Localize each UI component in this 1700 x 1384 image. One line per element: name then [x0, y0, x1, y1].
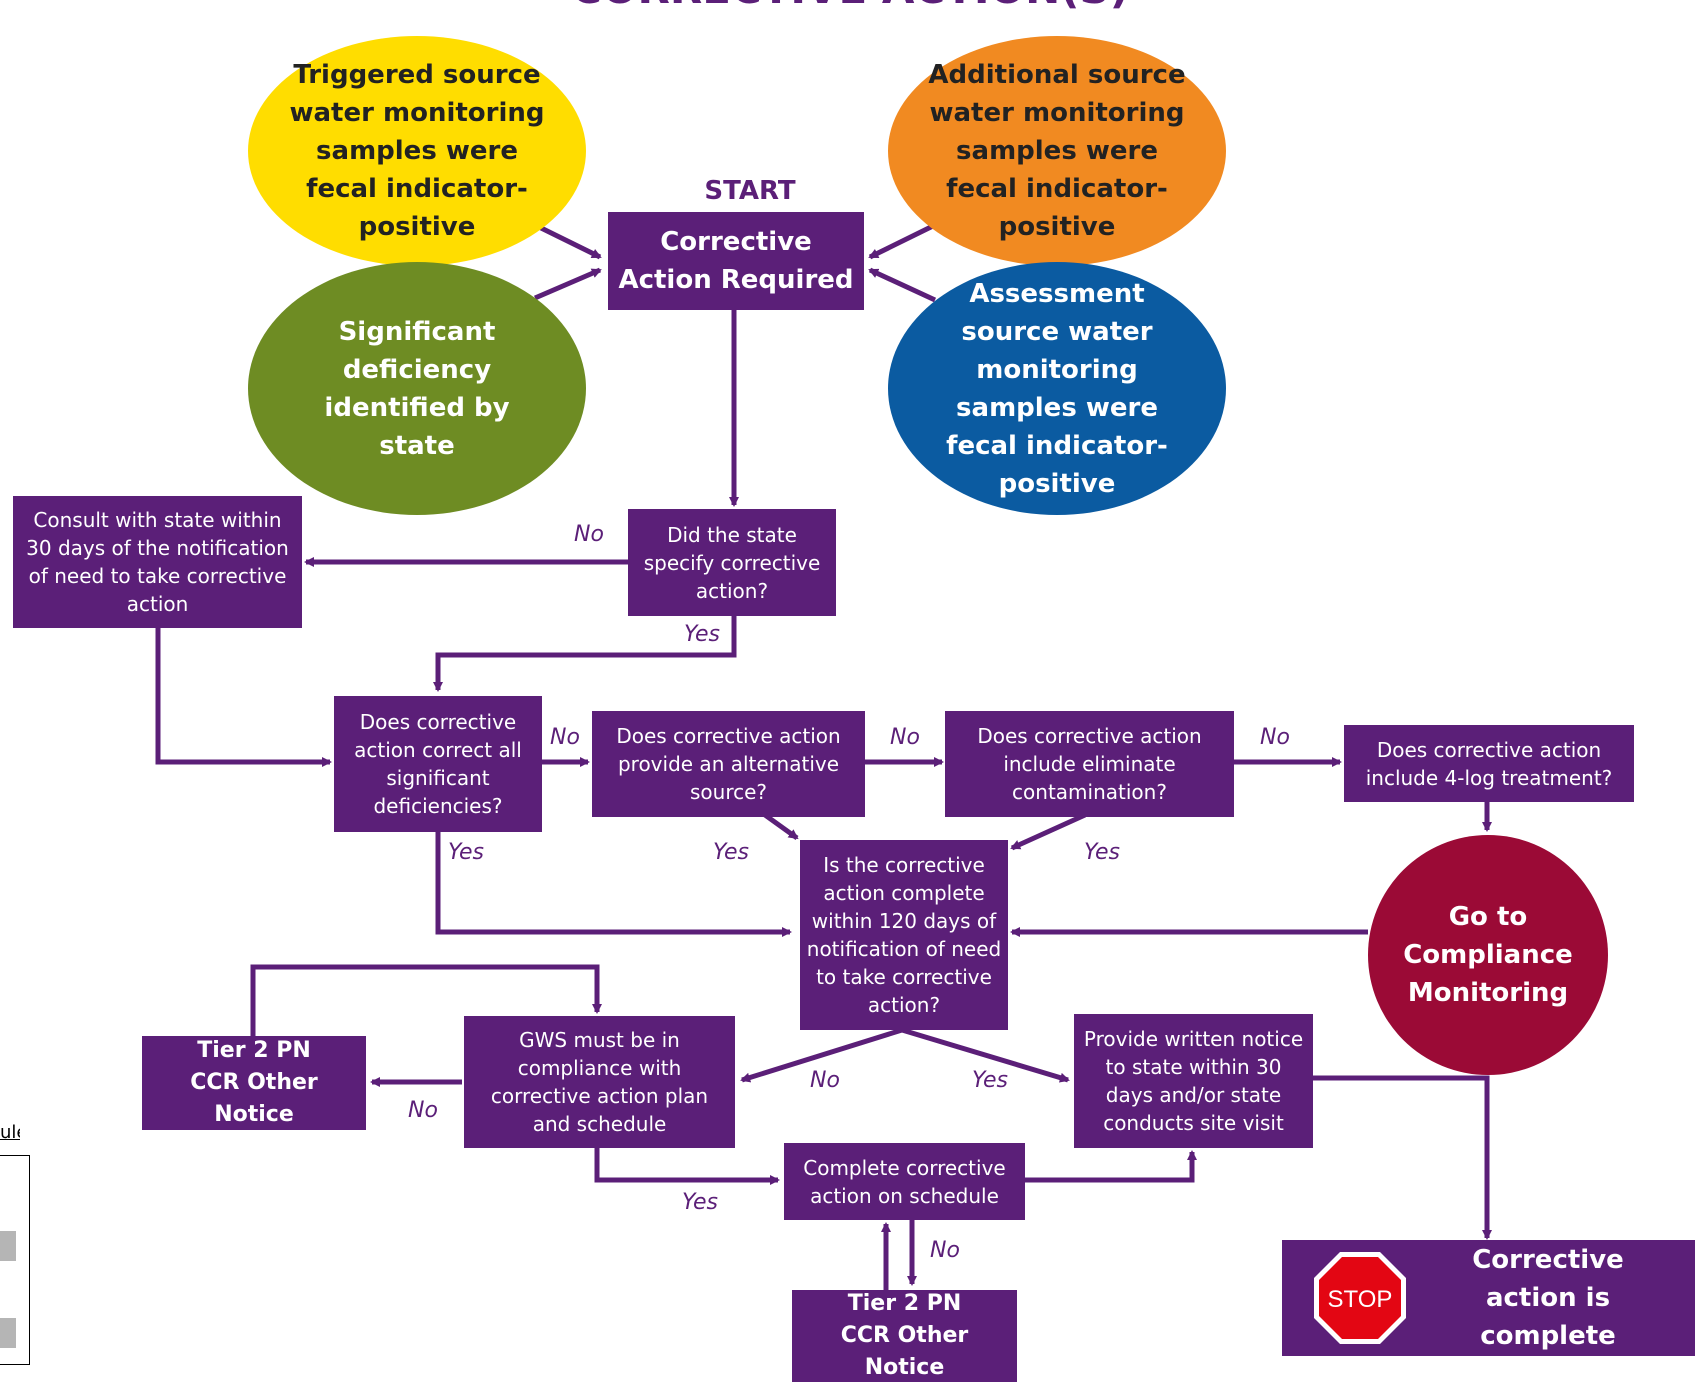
page-title: CORRECTIVE ACTION(S) [0, 0, 1700, 13]
legend-partial-text: ule [0, 1122, 20, 1143]
tier2-pn-bottom-line2: CCR Other Notice [840, 1323, 969, 1380]
complete-on-schedule-box: Complete corrective action on schedule [784, 1143, 1025, 1220]
start-label: START [704, 176, 796, 206]
legend-frame [0, 1155, 30, 1365]
label-no-120-days: No [810, 1068, 840, 1093]
assessment-monitoring-ellipse: Assessment source water monitoring sampl… [888, 262, 1226, 515]
label-no-eliminate: No [1260, 725, 1290, 750]
label-yes-correct-all: Yes [448, 840, 485, 865]
corrective-action-required-box: Corrective Action Required [608, 212, 864, 310]
go-to-compliance-monitoring-circle: Go to Compliance Monitoring [1368, 835, 1608, 1075]
label-yes-120-days: Yes [972, 1068, 1009, 1093]
four-log-treatment-box: Does corrective action include 4-log tre… [1344, 725, 1634, 802]
alternative-source-box: Does corrective action provide an altern… [592, 711, 865, 817]
did-state-specify-box: Did the state specify corrective action? [628, 509, 836, 616]
tier2-pn-left-box: Tier 2 PN CCR Other Notice [142, 1036, 366, 1130]
label-no-alternative: No [890, 725, 920, 750]
tier2-pn-left-line2: CCR Other Notice [190, 1070, 318, 1127]
provide-written-notice-box: Provide written notice to state within 3… [1074, 1014, 1313, 1148]
label-yes-did-state: Yes [684, 622, 721, 647]
label-yes-gws: Yes [682, 1190, 719, 1215]
tier2-pn-bottom-box: Tier 2 PN CCR Other Notice [792, 1290, 1017, 1382]
legend-grey-box-bottom [0, 1318, 16, 1348]
label-no-correct-all: No [550, 725, 580, 750]
stop-sign-text: STOP [1328, 1286, 1393, 1313]
legend-grey-box-top [0, 1231, 16, 1261]
complete-within-120-days-box: Is the corrective action complete within… [800, 840, 1008, 1030]
correct-all-deficiencies-box: Does corrective action correct all signi… [334, 696, 542, 832]
label-no-did-state: No [574, 522, 604, 547]
label-yes-alternative: Yes [713, 840, 750, 865]
eliminate-contamination-box: Does corrective action include eliminate… [945, 711, 1234, 817]
significant-deficiency-ellipse: Significant deficiency identified by sta… [248, 262, 586, 515]
tier2-pn-left-line1: Tier 2 PN [197, 1038, 311, 1063]
triggered-monitoring-ellipse: Triggered source water monitoring sample… [248, 36, 586, 266]
label-no-complete-schedule: No [930, 1238, 960, 1263]
additional-monitoring-ellipse: Additional source water monitoring sampl… [888, 36, 1226, 266]
corrective-action-complete-box: STOP Corrective action is complete [1282, 1240, 1695, 1356]
label-yes-eliminate: Yes [1084, 840, 1121, 865]
tier2-pn-bottom-line1: Tier 2 PN [847, 1291, 962, 1316]
gws-compliance-box: GWS must be in compliance with correctiv… [464, 1016, 735, 1148]
stop-sign-icon: STOP [1314, 1252, 1406, 1344]
label-no-gws: No [408, 1098, 438, 1123]
corrective-action-complete-text: Corrective action is complete [1472, 1245, 1624, 1351]
consult-with-state-box: Consult with state within 30 days of the… [13, 496, 302, 628]
